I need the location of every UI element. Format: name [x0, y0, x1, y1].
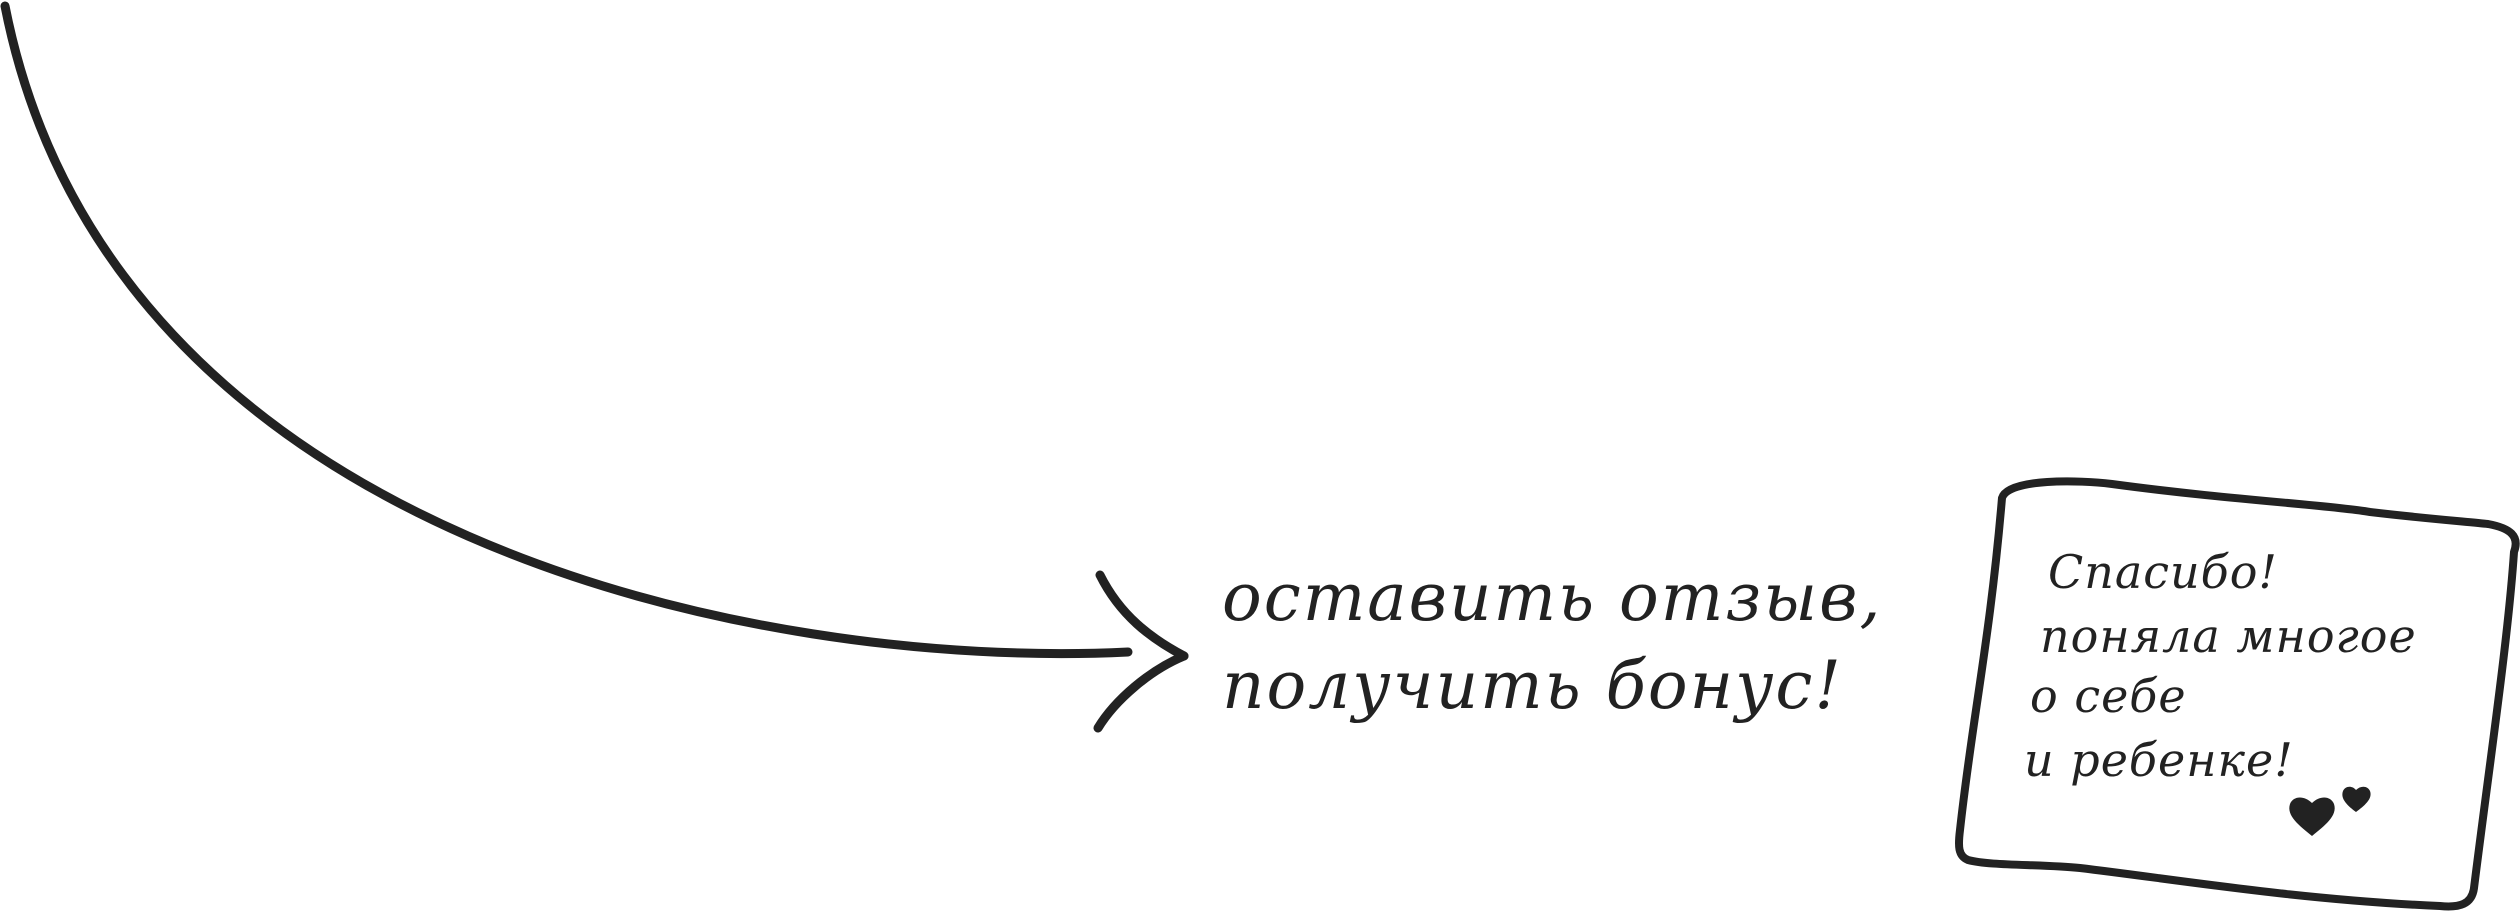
review-line-2: поняла многое [2040, 609, 2417, 663]
heart-icon [2289, 797, 2335, 836]
review-card: Спасибо! поняла многое о себе и ребенке! [1955, 477, 2520, 911]
cta-line-1: оставить отзыв, [1222, 559, 1883, 636]
call-to-action: оставить отзыв, получить бонус! [1222, 559, 1883, 724]
review-line-3: о себе [2030, 669, 2187, 723]
review-line-1: Спасибо! [2048, 545, 2278, 599]
heart-icon [2342, 786, 2371, 812]
curved-arrow-icon [0, 1, 1189, 733]
cta-line-2: получить бонус! [1222, 647, 1843, 724]
review-line-4: и ребенке! [2024, 733, 2294, 787]
